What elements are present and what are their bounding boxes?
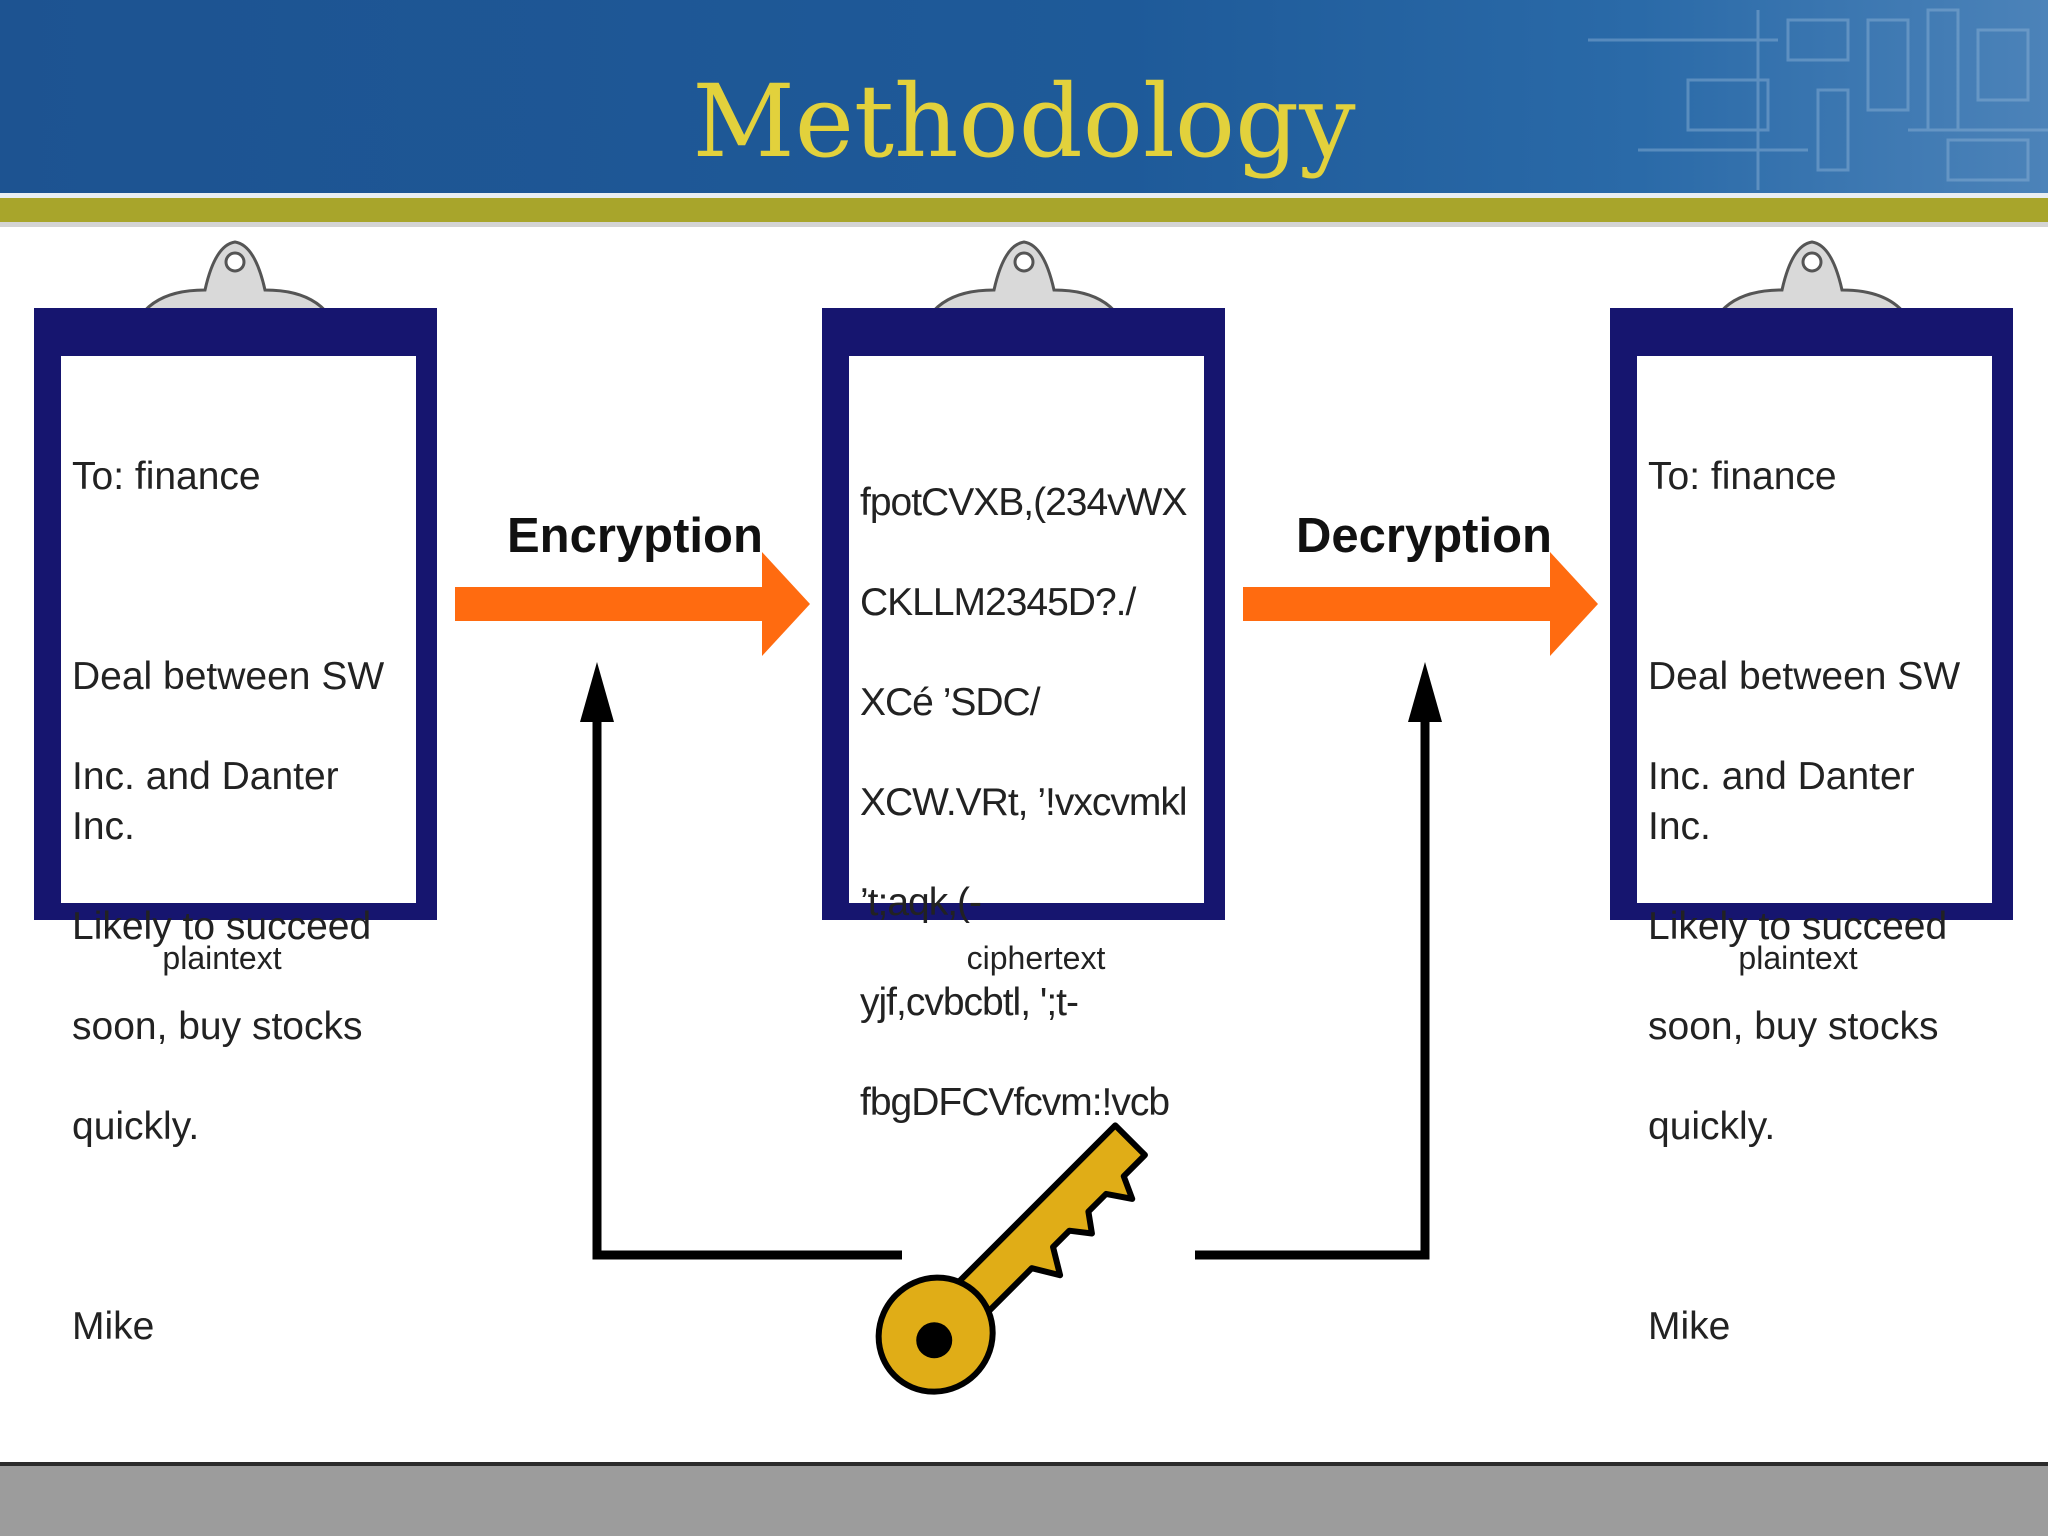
message-line — [72, 1202, 412, 1252]
message-line — [1648, 552, 1988, 602]
header-accent-stripe — [0, 198, 2048, 222]
message-line: Inc. and Danter Inc. — [1648, 755, 1915, 848]
decryption-arrow — [1243, 552, 1598, 656]
message-line: To: finance — [72, 455, 261, 498]
message-line — [1648, 1202, 1988, 1252]
slide-header: Methodology — [0, 0, 2048, 193]
slide-title: Methodology — [692, 63, 1356, 180]
header-divider — [0, 193, 2048, 198]
message-line: Likely to succeed — [1648, 905, 1948, 948]
message-line: Deal between SW — [72, 655, 385, 698]
cipher-line: fbgDFCVfcvm:!vcb — [860, 1081, 1170, 1124]
message-line: soon, buy stocks — [1648, 1005, 1939, 1048]
message-line: soon, buy stocks — [72, 1005, 363, 1048]
ciphertext-message: fpotCVXB,(234vWX CKLLM2345D?./ XCé ’SDC/… — [860, 428, 1200, 1178]
key-connector-lines — [592, 700, 1430, 1260]
circuit-pattern-decoration — [1588, 8, 2048, 190]
message-line: quickly. — [1648, 1105, 1776, 1148]
slide-footer — [0, 1466, 2048, 1536]
decryption-key-arrowhead — [1408, 662, 1442, 722]
message-line: To: finance — [1648, 455, 1837, 498]
plaintext-paper — [61, 356, 416, 903]
message-line: Inc. and Danter Inc. — [72, 755, 339, 848]
cipher-line: XCW.VRt, ’!vxcvmkl — [860, 781, 1188, 824]
message-line: Mike — [72, 1305, 155, 1348]
footer-divider — [0, 1462, 2048, 1466]
plaintext-message: To: finance Deal between SW Inc. and Dan… — [72, 402, 412, 1402]
header-shadow-line — [0, 222, 2048, 227]
cipher-line: CKLLM2345D?./ — [860, 581, 1136, 624]
encryption-arrow — [455, 552, 810, 656]
decryption-label: Decryption — [1296, 509, 1552, 563]
decrypted-plaintext-caption: plaintext — [1738, 940, 1858, 976]
encryption-label: Encryption — [507, 509, 763, 563]
decrypted-plaintext-paper — [1637, 356, 1992, 903]
cipher-line: yjf,cvbcbtl, ';t- — [860, 981, 1079, 1024]
message-line — [72, 552, 412, 602]
cipher-line: fpotCVXB,(234vWX — [860, 481, 1187, 524]
message-line: Likely to succeed — [72, 905, 372, 948]
message-line: Mike — [1648, 1305, 1731, 1348]
cipher-line: ’t;aqk,(- — [860, 881, 982, 924]
ciphertext-caption: ciphertext — [966, 940, 1106, 976]
plaintext-caption: plaintext — [162, 940, 282, 976]
decrypted-plaintext-message: To: finance Deal between SW Inc. and Dan… — [1648, 402, 1988, 1402]
key-icon — [875, 1122, 1148, 1395]
cipher-line: XCé ’SDC/ — [860, 681, 1041, 724]
encryption-key-arrowhead — [580, 662, 614, 722]
message-line: Deal between SW — [1648, 655, 1961, 698]
ciphertext-paper — [849, 356, 1204, 903]
message-line: quickly. — [72, 1105, 200, 1148]
